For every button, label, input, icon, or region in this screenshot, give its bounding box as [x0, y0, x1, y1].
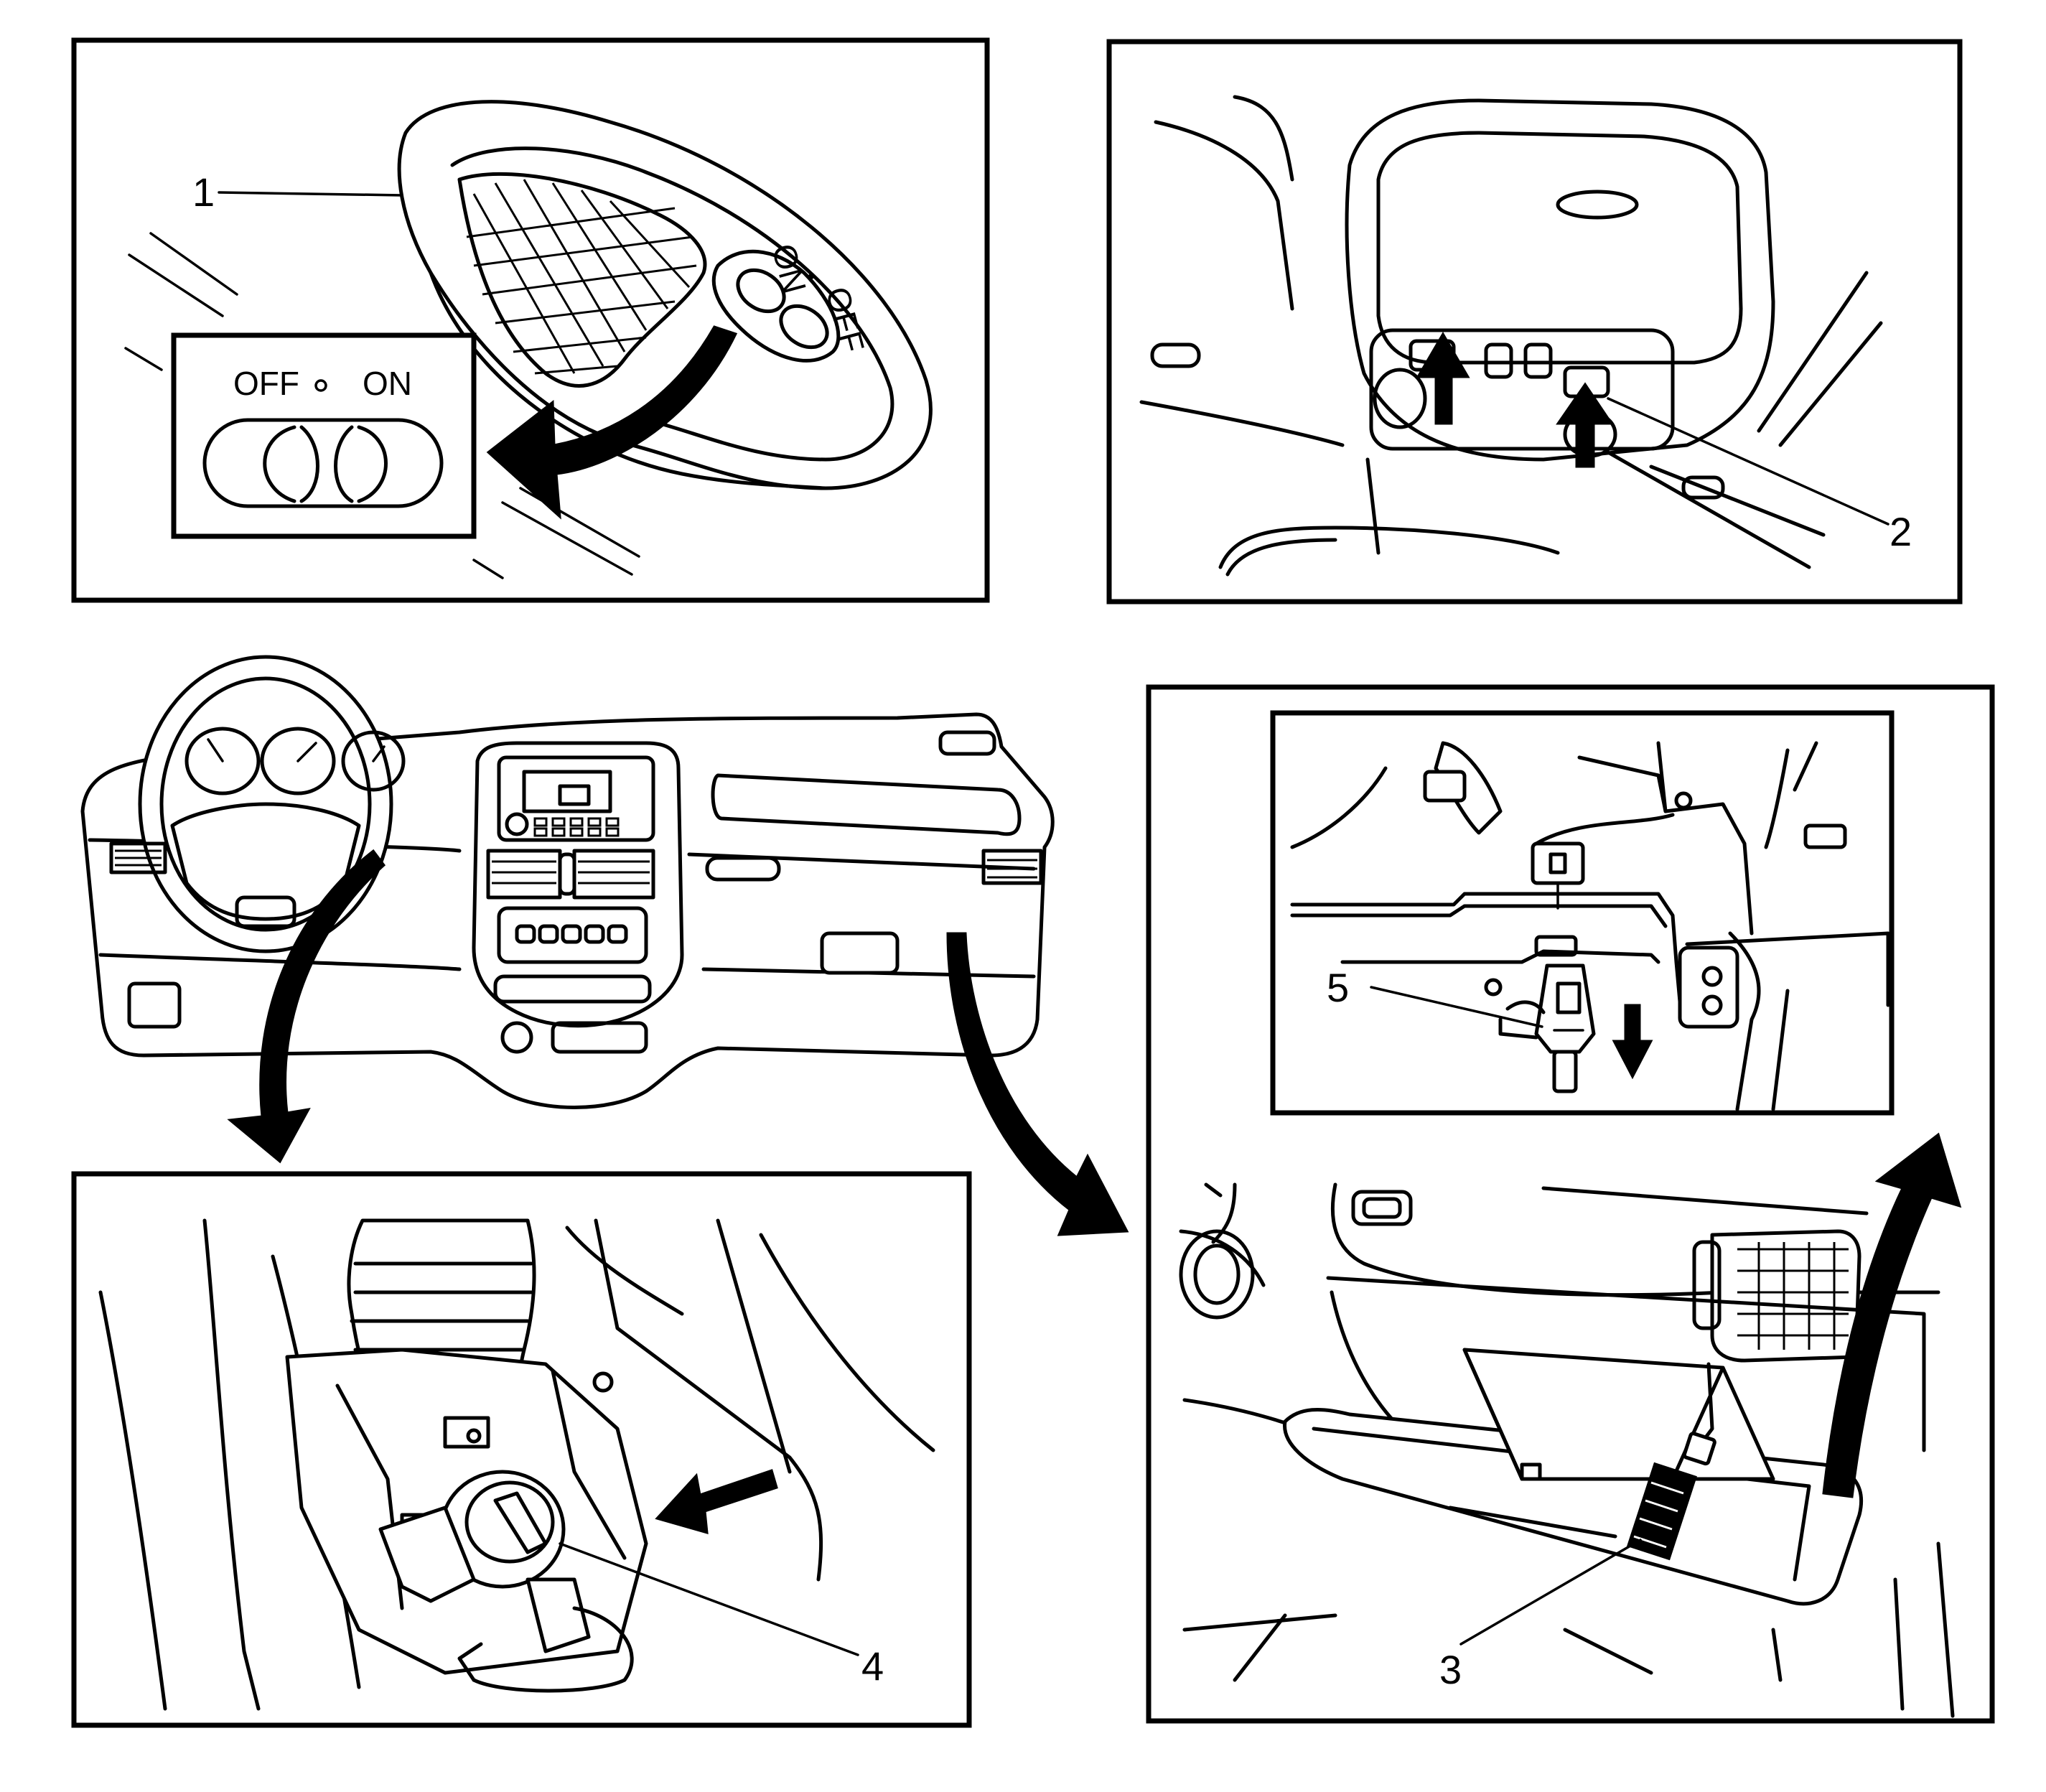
glove-box-panel: 3: [1146, 684, 1995, 1724]
switch-inset: OFF ON: [171, 332, 477, 539]
callout-3: 3: [1439, 1647, 1462, 1692]
switch-on-label: ON: [363, 365, 412, 402]
curved-arrow-to-switch-detail: [1822, 1132, 1962, 1498]
callout-5: 5: [1327, 965, 1349, 1010]
glove-box-switch-inset: 5: [1270, 710, 1895, 1116]
curved-arrow-to-glove-box: [946, 932, 1129, 1236]
left-arrow-to-ignition: [655, 1469, 778, 1535]
dome-lamp-housing: ON OFF: [397, 100, 933, 490]
glove-box-handle: [820, 931, 900, 975]
curved-arrow-to-switch-inset: [486, 325, 738, 520]
map-lamp-panel: 2: [1106, 39, 1963, 605]
up-arrow-left: [1416, 332, 1470, 425]
callout-2-leader: [1607, 397, 1889, 526]
callout-3-leader: [1459, 1539, 1642, 1646]
up-arrow-right: [1556, 382, 1614, 468]
callout-1-leader: [218, 191, 403, 197]
rocker-switch: [202, 418, 444, 508]
callout-4-leader: [559, 1542, 859, 1656]
switch-indicator-dot: [314, 379, 327, 392]
switch-harness-connector: [1531, 841, 1585, 885]
ignition-switch-panel: 4: [71, 1171, 972, 1728]
callout-1: 1: [192, 169, 215, 215]
glove-box-lamp-connector: [1627, 1462, 1697, 1561]
lens-grid: [466, 179, 697, 375]
down-arrow-remove-switch: [1612, 1004, 1653, 1080]
curved-arrow-to-ignition: [227, 849, 386, 1164]
dome-lamp-panel: ON OFF 1 OFF ON: [71, 37, 990, 603]
switch-off-label: OFF: [233, 365, 299, 402]
glove-box-lamp-switch: [1534, 963, 1596, 1054]
steering-wheel: [138, 655, 406, 953]
dashboard-overview: [80, 655, 1129, 1236]
callout-5-leader: [1370, 986, 1543, 1028]
callout-4: 4: [861, 1643, 884, 1689]
callout-2: 2: [1889, 509, 1912, 554]
radio-unit: [497, 755, 655, 842]
